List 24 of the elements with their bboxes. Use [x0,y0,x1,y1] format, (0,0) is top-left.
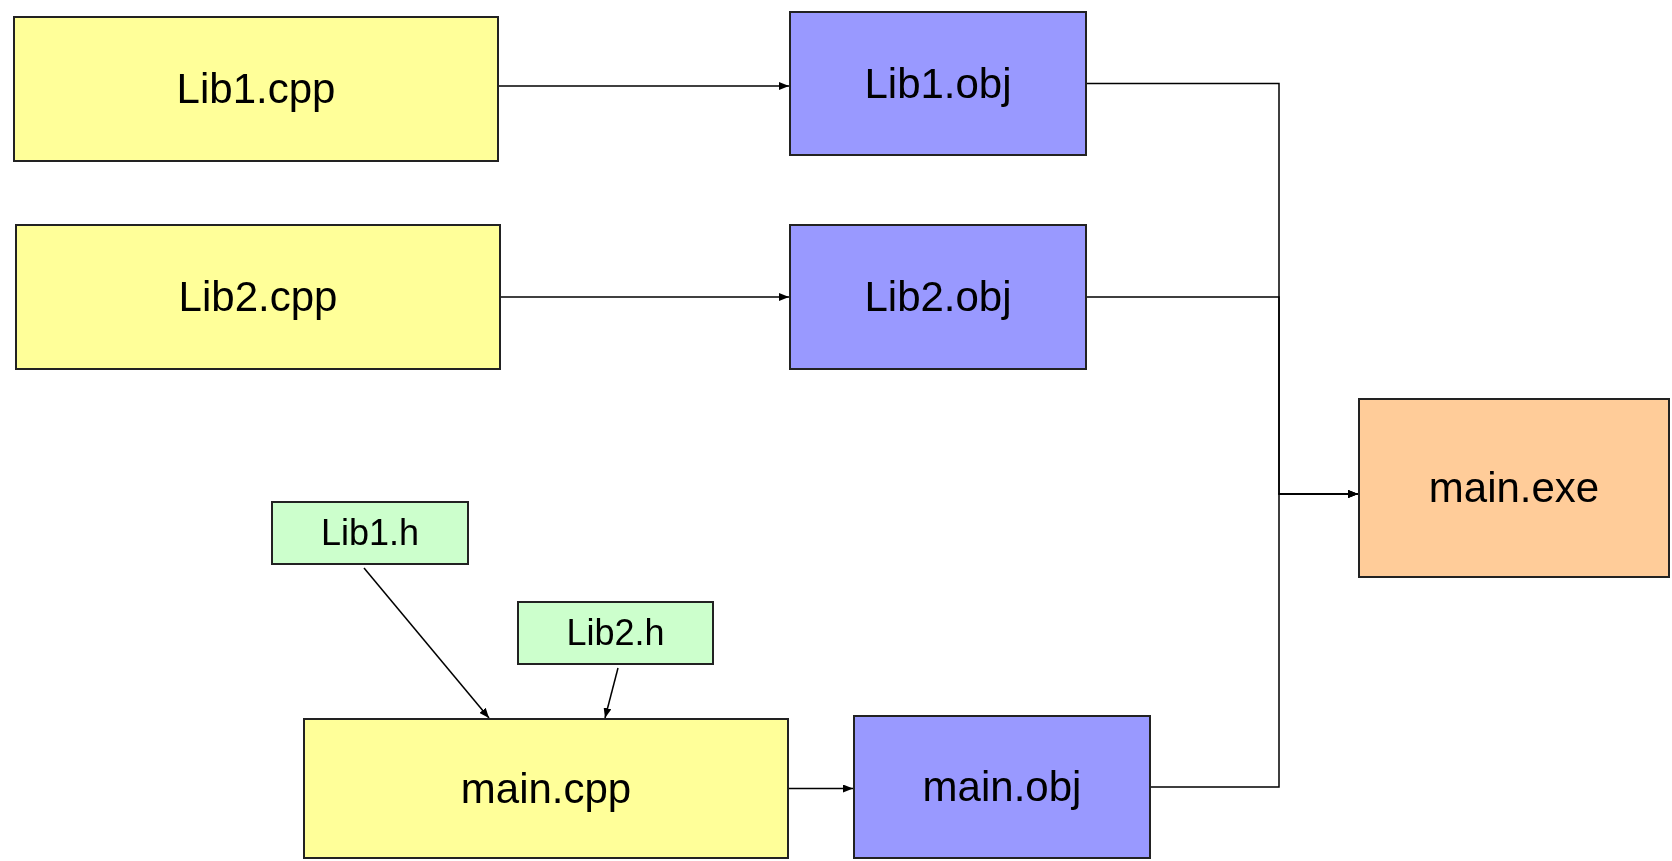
file-name: Lib2.obj [864,273,1012,321]
arrow [603,667,619,719]
file-name: Lib1.cpp [176,65,336,113]
file-name: Lib2.cpp [178,273,338,321]
file-box [271,501,469,565]
file-box [13,16,499,162]
arrow [498,82,790,90]
file-box [303,718,789,859]
file-box [789,224,1087,370]
file-box [853,715,1151,859]
arrow [500,293,790,301]
arrow [788,784,854,793]
arrow [1150,490,1359,788]
arrow [363,567,490,719]
file-box [1358,398,1670,578]
file-box [15,224,501,370]
file-name: Lib2.h [566,612,665,654]
file-box [517,601,714,665]
file-name: main.cpp [460,764,632,813]
file-name: Lib1.obj [864,59,1012,108]
file-name: main.exe [1428,464,1600,512]
file-name: Lib1.h [320,512,420,554]
file-name: main.obj [922,763,1082,811]
file-box [789,11,1087,156]
